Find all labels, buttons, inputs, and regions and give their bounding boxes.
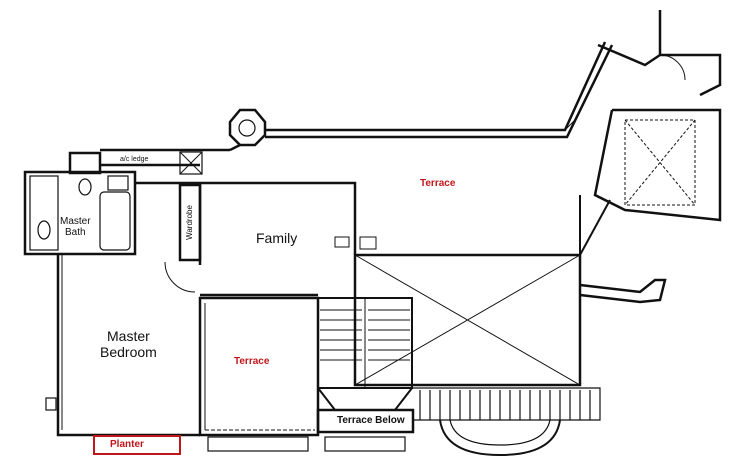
family-label: Family: [256, 230, 298, 246]
master-bedroom-line2: Bedroom: [100, 344, 157, 360]
planter-box: [93, 435, 181, 455]
master-bedroom-line1: Master: [107, 328, 150, 344]
terrace-middle-label: Terrace: [234, 356, 270, 367]
terrace-below-walls: [316, 408, 415, 452]
family-room-walls: [135, 181, 377, 297]
ac-ledge-label: a/c ledge: [120, 156, 149, 163]
master-bath-line2: Bath: [64, 227, 86, 238]
master-bath-walls: [23, 151, 137, 256]
terrace-upper-label: Terrace: [420, 178, 456, 189]
wardrobe-label: Wardrobe: [184, 205, 194, 240]
right-structures: [579, 10, 722, 304]
balustrade: [412, 387, 601, 457]
staircase: [317, 297, 413, 411]
terrace-upper-walls: [100, 41, 614, 175]
terrace-x-area: [353, 195, 611, 387]
master-bath-line1: Master: [60, 216, 91, 227]
planter-label: Planter: [110, 439, 144, 450]
terrace-middle-walls: [198, 296, 320, 452]
terrace-below-label: Terrace Below: [337, 415, 405, 426]
